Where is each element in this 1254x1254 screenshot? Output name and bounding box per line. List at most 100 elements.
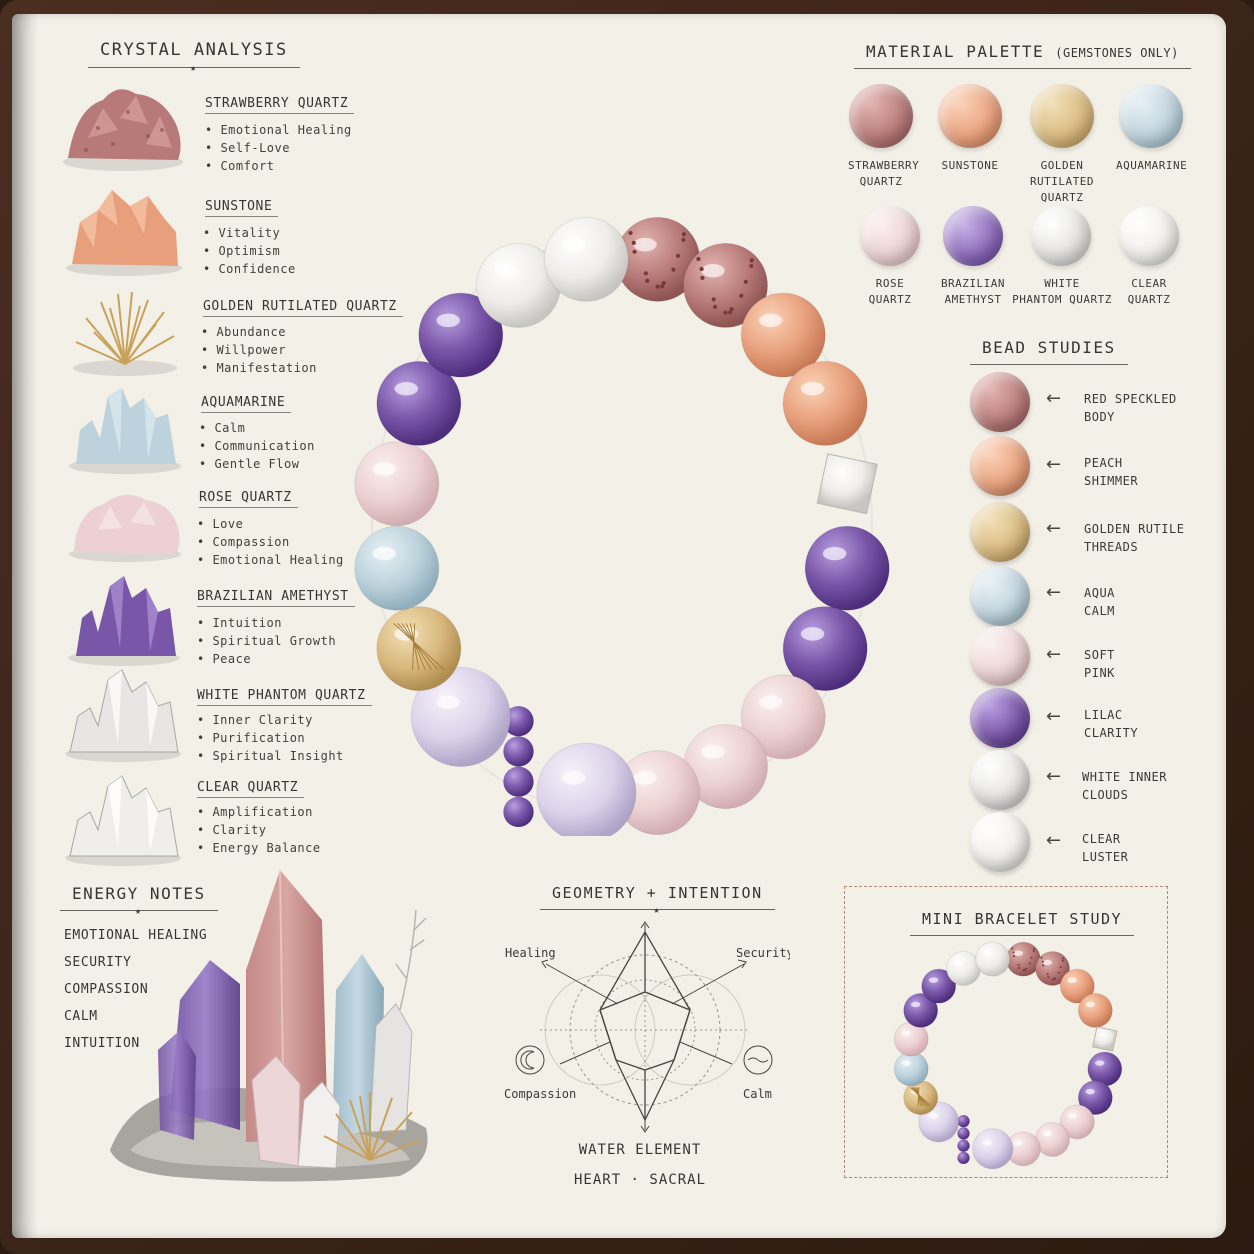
bead-highlight: [372, 462, 396, 476]
speckle: [1028, 962, 1031, 965]
bead-clear-cube: [1092, 1026, 1118, 1052]
study-bead-white-clouds: [970, 750, 1030, 810]
swatch-label: ROSE QUARTZ: [868, 277, 912, 306]
bead-amethyst-spacer: [503, 736, 534, 767]
moon-circle-icon: [515, 1045, 545, 1075]
label-security: Security: [736, 946, 790, 960]
swatch-ball: [1119, 206, 1179, 266]
speckle: [681, 232, 687, 237]
speckle: [1030, 956, 1033, 959]
swatch-label: WHITE PHANTOM QUARTZ: [1012, 277, 1112, 306]
bead-highlight: [982, 1140, 993, 1146]
speckle: [1046, 973, 1049, 976]
trait: Comfort: [205, 157, 352, 175]
crystal-analysis-title-text: CRYSTAL ANALYSIS: [100, 40, 288, 60]
energy-notes-list: EMOTIONAL HEALING SECURITY COMPASSION CA…: [64, 922, 207, 1057]
study-bead-lilac: [970, 688, 1030, 748]
swatch-rose-quartz: ROSE QUARTZ: [857, 206, 923, 308]
swatch-ball: [1119, 84, 1183, 148]
bead-amethyst: [782, 606, 868, 692]
speckle: [1062, 957, 1065, 960]
bead-studies-title: BEAD STUDIES: [970, 338, 1128, 365]
study-bead-aqua: [970, 566, 1030, 626]
study-label: AQUA CALM: [1084, 586, 1115, 618]
gem-traits-clear-quartz: Amplification Clarity Energy Balance: [197, 803, 321, 857]
speckle: [1059, 966, 1062, 969]
trait: Intuition: [197, 614, 336, 632]
bead-highlight: [800, 627, 825, 641]
speckle: [1017, 963, 1020, 966]
trait: Love: [197, 515, 344, 533]
bead-amethyst: [376, 360, 462, 446]
rutile-thread: [397, 623, 439, 670]
speckle: [631, 240, 636, 245]
swatch-golden-rutilated-quartz: GOLDEN RUTILATED QUARTZ: [1026, 84, 1098, 206]
speckle: [1011, 947, 1014, 950]
gem-name-strawberry-quartz: STRAWBERRY QUARTZ: [205, 96, 355, 114]
speckle: [1032, 948, 1035, 951]
swatch-brazilian-amethyst: BRAZILIAN AMETHYST: [940, 206, 1006, 308]
swatch-label: AQUAMARINE: [1116, 159, 1188, 172]
bead-clear: [975, 941, 1011, 977]
speckle: [700, 275, 705, 281]
bead-amethyst: [804, 525, 890, 611]
energy-notes-title: ENERGY NOTES ★: [60, 884, 218, 917]
bead-highlight: [372, 546, 396, 561]
speckle: [749, 263, 754, 269]
bead-highlight: [822, 546, 847, 561]
star-icon: ★: [653, 905, 662, 916]
rutile-thread: [412, 623, 416, 670]
trait: Self-Love: [205, 139, 352, 157]
gem-traits-golden-rutilated-quartz: Abundance Willpower Manifestation: [201, 323, 317, 377]
white-phantom-cluster-icon: [65, 669, 181, 762]
trait: Purification: [197, 729, 344, 747]
arrow-left-icon: ←: [1046, 518, 1062, 539]
swatch-ball: [1030, 84, 1094, 148]
speckle: [1061, 959, 1064, 962]
material-palette-title-text: MATERIAL PALETTE: [866, 42, 1045, 61]
trait: Emotional Healing: [197, 551, 344, 569]
title-rule: [970, 364, 1128, 365]
label-healing: Healing: [505, 946, 556, 960]
bead-white-phantom: [972, 1128, 1014, 1170]
bead-white-phantom: [536, 742, 637, 836]
bead-rose: [740, 674, 826, 760]
clear-quartz-cluster-icon: [65, 775, 181, 866]
sunstone-cluster-icon: [66, 190, 182, 276]
speckle: [727, 310, 733, 315]
rutile-thread: [917, 1087, 920, 1107]
speckle: [628, 230, 633, 236]
bead-highlight: [1013, 950, 1023, 956]
study-label: LILAC CLARITY: [1084, 708, 1139, 740]
gem-traits-strawberry-quartz: Emotional Healing Self-Love Comfort: [205, 121, 352, 175]
bead-highlight: [1042, 1130, 1053, 1137]
bead-highlight: [910, 1001, 921, 1008]
bead-highlight: [901, 1030, 911, 1036]
rutile-needles-icon: [73, 291, 177, 376]
gem-traits-aquamarine: Calm Communication Gentle Flow: [199, 419, 315, 473]
material-palette-subtitle: (GEMSTONES ONLY): [1055, 46, 1179, 60]
star-icon: ★: [190, 63, 198, 74]
bead-amethyst-spacer: [503, 706, 534, 737]
energy-note: INTUITION: [64, 1036, 140, 1051]
bead-clear: [543, 216, 629, 302]
energy-notes-title-text: ENERGY NOTES: [72, 884, 206, 903]
swatch-label: BRAZILIAN AMETHYST: [940, 277, 1006, 306]
label-compassion: Compassion: [504, 1087, 576, 1101]
bead-golden: [376, 606, 462, 692]
mini-bracelet: [893, 941, 1123, 1170]
bead-sunstone: [1077, 992, 1113, 1028]
speckle: [675, 253, 681, 258]
crystal-analysis-title: CRYSTAL ANALYSIS ★: [88, 40, 300, 74]
bead-amethyst: [418, 292, 504, 378]
bead-highlight: [701, 745, 725, 759]
bead-highlight: [494, 264, 518, 278]
speckle: [1022, 969, 1025, 972]
mini-bracelet-frame: [844, 886, 1168, 1178]
speckle: [655, 284, 660, 289]
gem-name-golden-rutilated-quartz: GOLDEN RUTILATED QUARTZ: [203, 299, 403, 317]
study-bead-golden-rutile: [970, 502, 1030, 562]
rose-quartz-cluster-icon: [69, 494, 181, 562]
study-label: CLEAR LUSTER: [1082, 832, 1129, 864]
arrow-left-icon: ←: [1046, 830, 1062, 851]
